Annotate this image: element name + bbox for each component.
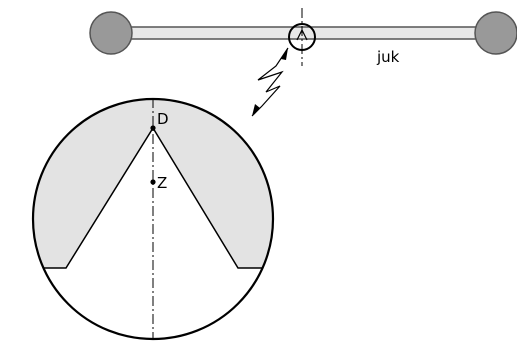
- detail-leader: [251, 47, 289, 117]
- magnifier-circle: [288, 23, 316, 51]
- leader-arrowhead-bottom: [252, 104, 260, 116]
- left-ball: [89, 11, 133, 55]
- beam-label: juk: [376, 48, 400, 66]
- point-z-dot: [150, 179, 156, 185]
- right-ball: [474, 11, 517, 55]
- detail-circle: [31, 97, 275, 341]
- pivot-mark: [296, 28, 308, 41]
- point-d-label: D: [157, 110, 169, 128]
- point-z-label: Z: [157, 174, 167, 192]
- detail-interior: [33, 99, 273, 339]
- shaded-body: [33, 99, 273, 268]
- leader-arrowhead-top: [281, 48, 288, 60]
- point-d-dot: [150, 125, 156, 131]
